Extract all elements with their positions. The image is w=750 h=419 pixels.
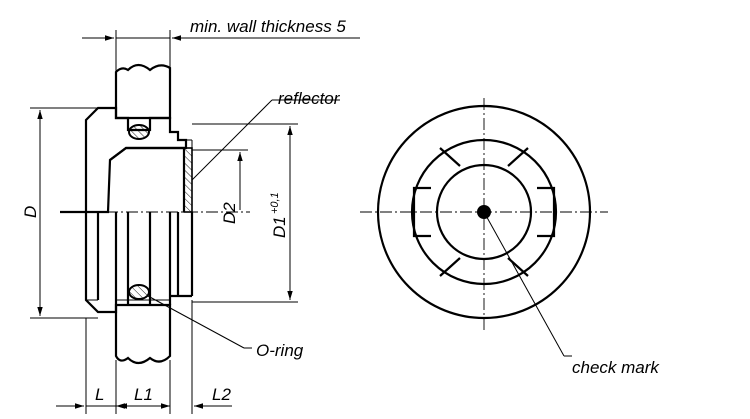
d1-tolerance-label: +0,1 — [269, 192, 281, 214]
wall-thickness-label: min. wall thickness 5 — [190, 17, 346, 36]
wall-upper — [114, 63, 172, 120]
o-ring-label: O-ring — [256, 341, 304, 360]
reflector-label: reflector — [278, 89, 341, 108]
d1-label: D1 — [270, 216, 289, 238]
d-label: D — [21, 206, 40, 218]
cross-slots — [412, 147, 556, 277]
l2-label: L2 — [212, 385, 231, 404]
reflector-leader — [191, 99, 273, 181]
body-lower-view — [84, 212, 194, 314]
d1-label-group: D1 +0,1 — [269, 192, 289, 238]
l-label: L — [95, 385, 104, 404]
body-upper-section — [84, 106, 193, 214]
d2-label: D2 — [220, 202, 239, 224]
l1-label: L1 — [134, 385, 153, 404]
section-view — [30, 30, 360, 414]
o-ring-leader — [147, 295, 245, 349]
check-mark-leader — [483, 211, 565, 357]
check-mark-label: check mark — [572, 358, 660, 377]
wall-lower — [114, 303, 172, 365]
front-view — [360, 98, 608, 357]
